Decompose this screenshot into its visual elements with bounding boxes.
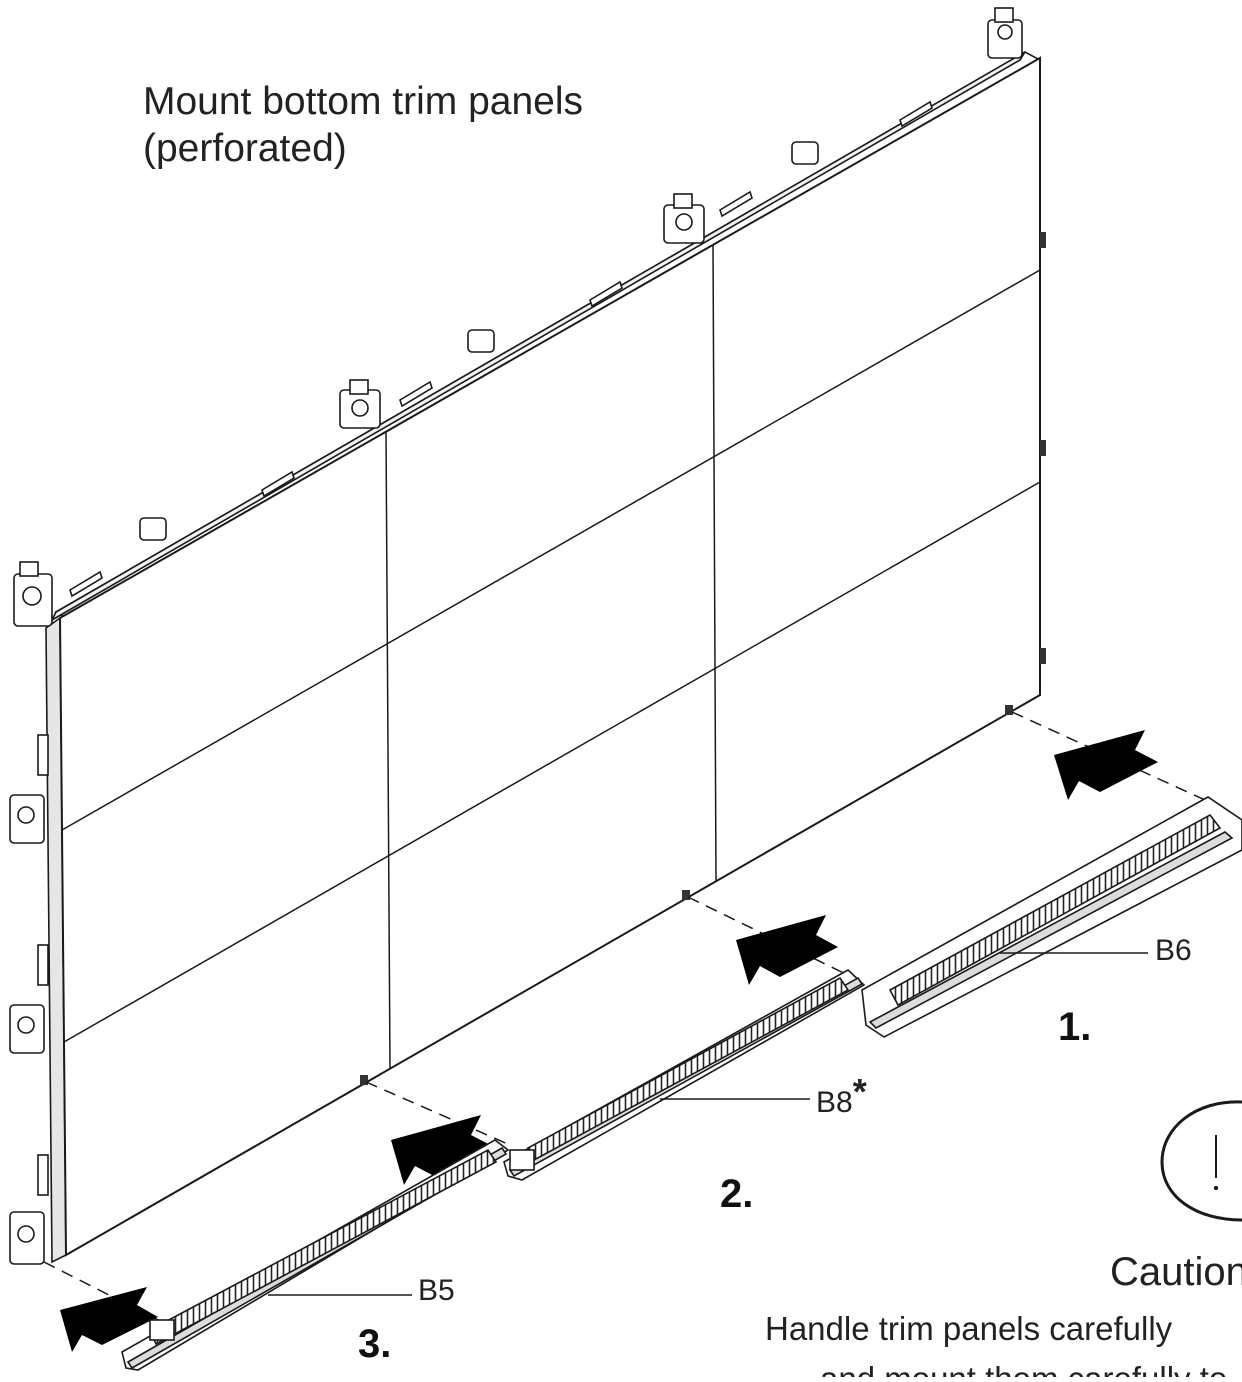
- step-number-3: 3.: [358, 1322, 392, 1366]
- insertion-arrows: [60, 730, 1158, 1352]
- rigging-clamp: [13, 561, 53, 627]
- callout-b5: B5: [418, 1274, 455, 1307]
- step-number-1: 1.: [1058, 1005, 1092, 1049]
- caution-text-continued: and mount them carefully to: [820, 1360, 1227, 1377]
- leader-lines: [268, 952, 1148, 1296]
- bottom-mount-pins: [360, 705, 1013, 1085]
- left-side-hardware: [9, 734, 49, 1265]
- rigging-connector: [139, 141, 819, 541]
- rigging-bracket: [69, 100, 933, 598]
- exclamation-icon: [1160, 1100, 1242, 1222]
- rigging-clamp: [987, 7, 1023, 59]
- callout-b8-label: B8: [816, 1086, 853, 1119]
- title-line-2: (perforated): [143, 127, 347, 170]
- caution-text: Handle trim panels carefully: [765, 1310, 1173, 1347]
- arrow-step-3: [391, 1115, 494, 1185]
- trim-panel-b6: [861, 796, 1242, 1038]
- arrow-step-4: [60, 1287, 158, 1352]
- trim-panel-b8: [503, 969, 866, 1181]
- callout-b6: B6: [1155, 934, 1192, 967]
- step-number-2: 2.: [720, 1172, 754, 1216]
- trim-panel-b5: [121, 1139, 510, 1371]
- arrow-step-2: [736, 915, 838, 985]
- caution-title: Caution: [1110, 1250, 1242, 1294]
- top-rigging: [13, 7, 1023, 627]
- rigging-clamp: [663, 193, 705, 244]
- arrow-step-1: [1054, 730, 1158, 800]
- callout-b8-asterisk: *: [852, 1071, 867, 1112]
- title-line-1: Mount bottom trim panels: [143, 80, 584, 123]
- page-title: Mount bottom trim panels (perforated): [143, 78, 583, 172]
- panel-grid: [61, 244, 1041, 1069]
- wall-front-face: [58, 56, 1041, 1257]
- right-edge-latches: [1040, 232, 1046, 664]
- callout-b8: B8*: [816, 1071, 867, 1121]
- rigging-clamp: [339, 379, 381, 429]
